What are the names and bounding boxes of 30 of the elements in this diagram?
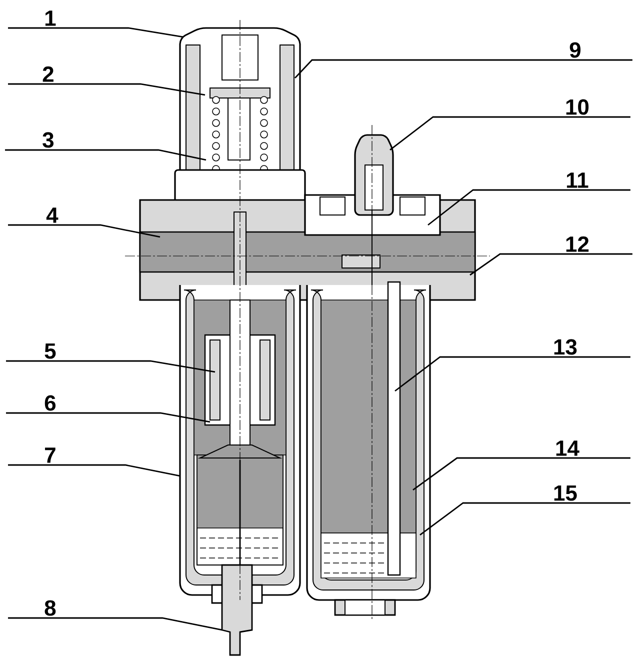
leader-line <box>6 360 216 373</box>
callout-number: 5 <box>44 343 56 359</box>
leader-line <box>470 253 632 276</box>
callout-number: 15 <box>554 485 577 501</box>
callout-number: 6 <box>44 395 56 411</box>
leader-line <box>394 356 630 392</box>
leader-line <box>294 59 632 78</box>
callout-number: 13 <box>554 339 577 355</box>
leader-line <box>390 116 630 151</box>
leader-line <box>8 83 206 96</box>
callout-number: 9 <box>570 42 580 58</box>
leader-line <box>8 27 184 38</box>
callout-number: 12 <box>566 236 589 252</box>
leader-line <box>420 502 630 536</box>
callout-number: 4 <box>46 208 58 223</box>
callout-number: 2 <box>42 66 54 82</box>
callout-number: 14 <box>556 440 580 456</box>
leader-line <box>8 617 222 631</box>
callout-number: 8 <box>44 600 56 616</box>
callout-number: 10 <box>566 99 589 115</box>
callout-number: 11 <box>566 172 588 188</box>
leader-line <box>428 189 630 226</box>
leader-line <box>6 412 210 423</box>
leader-line <box>412 457 630 491</box>
callout-number: 1 <box>45 10 56 26</box>
callout-number: 7 <box>45 448 56 463</box>
leader-line <box>5 149 206 161</box>
callout-number: 3 <box>42 132 54 148</box>
leader-line <box>8 464 180 477</box>
leader-line <box>8 224 160 238</box>
